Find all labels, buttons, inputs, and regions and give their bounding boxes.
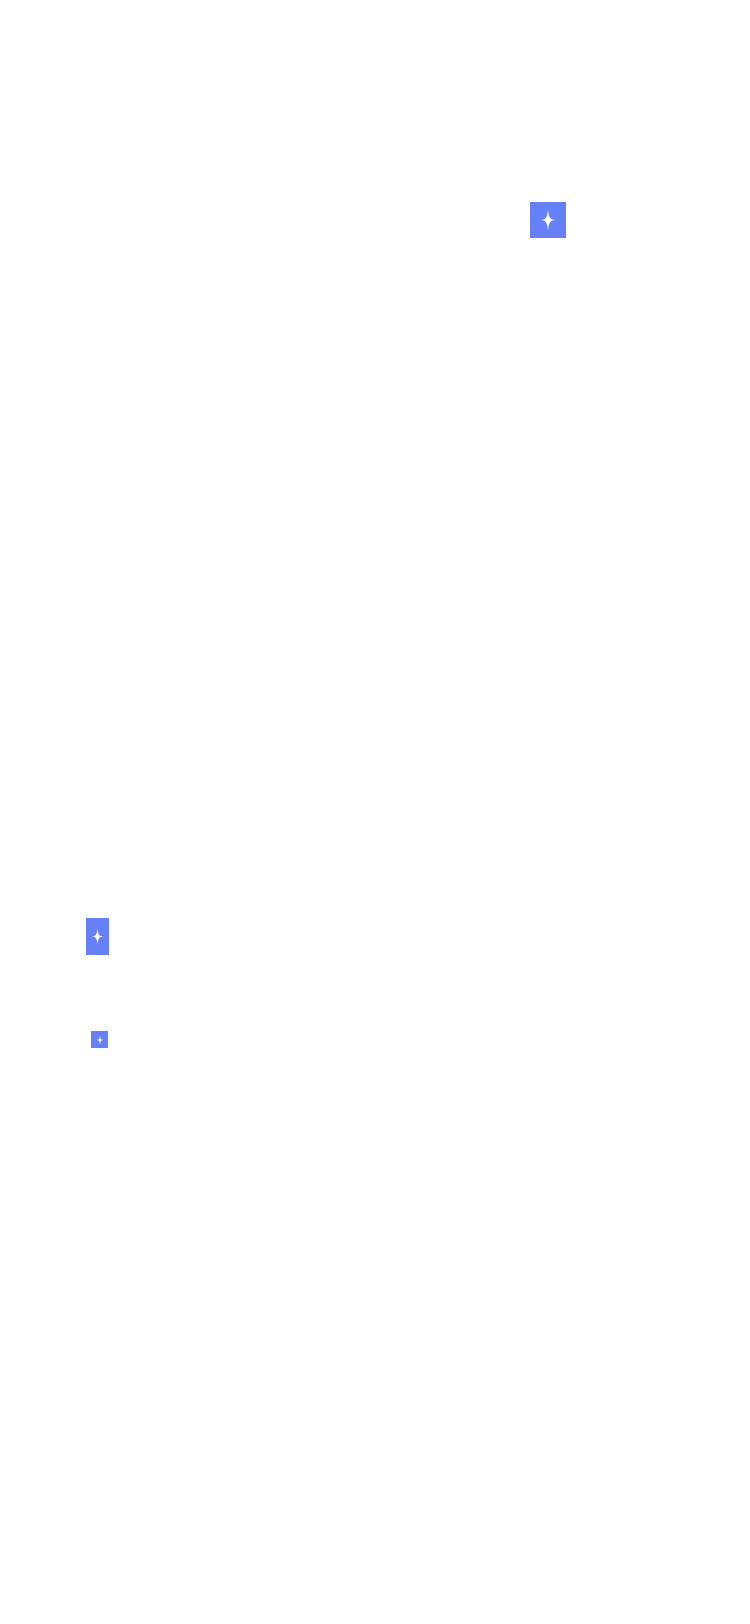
sparkle-icon <box>94 1034 105 1045</box>
sparkle-icon <box>537 209 559 231</box>
sparkle-badge-small[interactable] <box>91 1031 108 1048</box>
sparkle-badge-tall[interactable] <box>86 918 109 955</box>
sparkle-badge-large[interactable] <box>530 202 566 238</box>
sparkle-icon <box>89 928 106 945</box>
